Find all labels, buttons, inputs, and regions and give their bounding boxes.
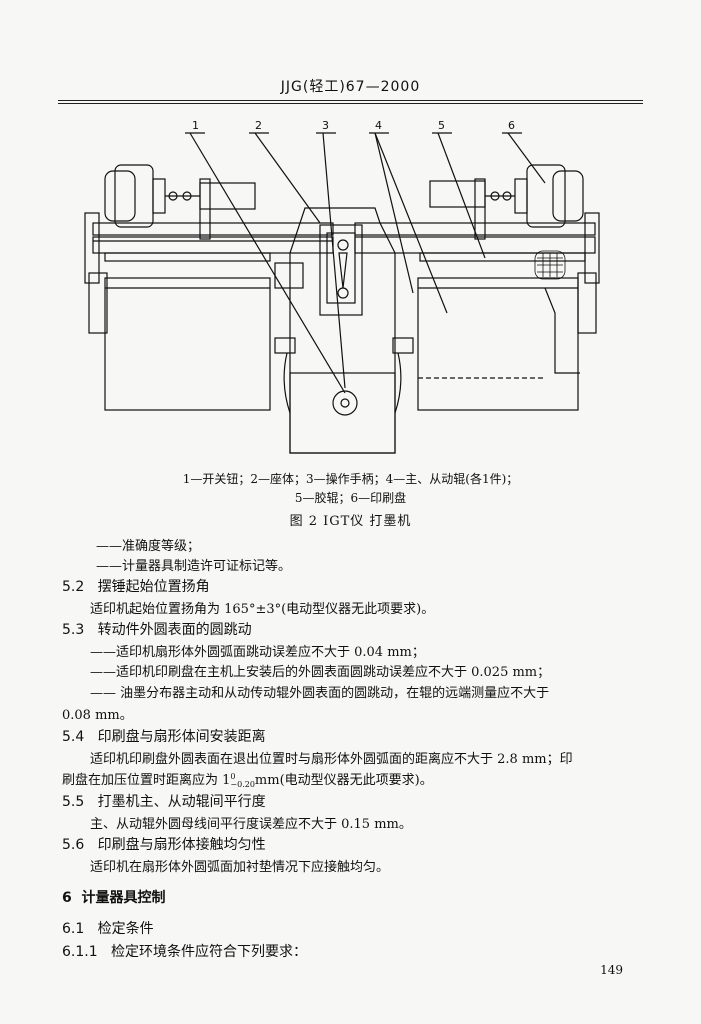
- section-5-3-bullet1: ——适印机扇形体外圆弧面跳动误差应不大于 0.04 mm；: [90, 645, 425, 660]
- section-5-6-heading: 5.6 印刷盘与扇形体接触均匀性: [62, 837, 266, 853]
- gear-mesh: [534, 250, 566, 280]
- callout-4: 4: [375, 119, 382, 132]
- section-5-3-bullet3-cont: 0.08 mm。: [62, 708, 133, 723]
- right-ink-unit: [354, 164, 600, 284]
- section-5-3-heading: 5.3 转动件外圆表面的圆跳动: [62, 622, 252, 638]
- section-5-3-bullet2: ——适印机印刷盘在主机上安装后的外圆表面圆跳动误差应不大于 0.025 mm；: [90, 665, 551, 680]
- section-5-4-heading: 5.4 印刷盘与扇形体间安装距离: [62, 729, 266, 745]
- right-print-drum: [417, 272, 597, 411]
- section-6-heading: 6 计量器具控制: [62, 890, 166, 906]
- section-5-4-text1: 适印机印刷盘外圆表面在退出位置时与扇形体外圆弧面的距离应不大于 2.8 mm；印: [90, 752, 573, 767]
- header-rule-secondary: [58, 103, 643, 104]
- figure-caption-line1: 1—开关钮；2—座体；3—操作手柄；4—主、从动辊(各1件)；: [182, 472, 519, 486]
- page-number: 149: [600, 963, 623, 977]
- bullet-accuracy-grade: ——准确度等级；: [96, 539, 201, 554]
- section-5-2-text: 适印机起始位置扬角为 165°±3°(电动型仪器无此项要求)。: [90, 602, 435, 617]
- callout-1: 1: [192, 119, 199, 132]
- section-5-5-heading: 5.5 打墨机主、从动辊间平行度: [62, 794, 266, 810]
- section-5-6-text: 适印机在扇形体外圆弧面加衬垫情况下应接触均匀。: [90, 860, 390, 875]
- section-5-2-heading: 5.2 摆锤起始位置扬角: [62, 579, 210, 595]
- section-6-1-1-heading: 6.1.1 检定环境条件应符合下列要求：: [62, 944, 307, 960]
- section-5-3-bullet3: —— 油墨分布器主动和从动传动辊外圆表面的圆跳动，在辊的远端测量应不大于: [90, 686, 550, 701]
- running-header: JJG(轻工)67—2000: [280, 79, 421, 95]
- section-6-1-heading: 6.1 检定条件: [62, 921, 154, 937]
- figure-igt-ink-distributor: 1 2 3 4 5 6: [84, 119, 600, 454]
- bullet-license-mark: ——计量器具制造许可证标记等。: [96, 559, 292, 574]
- section-5-5-text: 主、从动辊外圆母线间平行度误差应不大于 0.15 mm。: [90, 817, 412, 832]
- callout-2: 2: [255, 119, 262, 132]
- left-ink-unit: [84, 164, 334, 289]
- machine-base-body: [274, 207, 414, 454]
- figure-title: 图 2 IGT仪 打墨机: [289, 514, 412, 529]
- callout-3: 3: [322, 119, 329, 132]
- callout-6: 6: [508, 119, 515, 132]
- header-rule: [58, 100, 643, 101]
- left-print-drum: [88, 272, 271, 411]
- callout-5: 5: [438, 119, 445, 132]
- callout-leaders: [185, 132, 546, 394]
- figure-caption-line2: 5—胶辊；6—印刷盘: [294, 491, 407, 505]
